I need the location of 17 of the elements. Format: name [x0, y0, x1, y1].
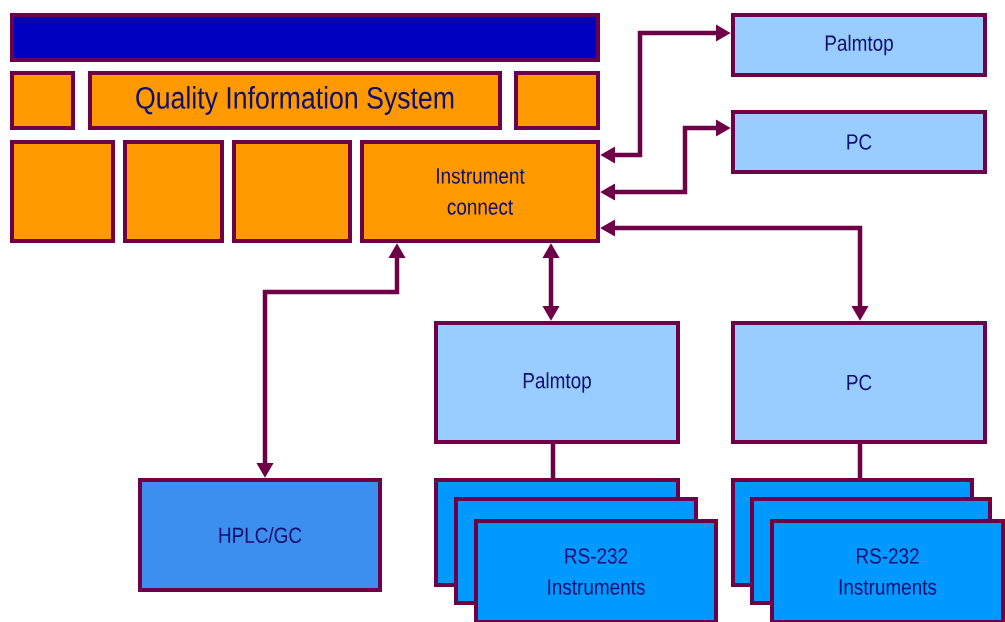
- panel-box: [232, 140, 352, 243]
- device-box: Palmtop: [731, 13, 987, 77]
- connector-line: [550, 444, 556, 478]
- device-box: PC: [731, 321, 987, 444]
- panel-box: [514, 71, 600, 130]
- panel-box: [10, 140, 115, 243]
- panel-box: [10, 71, 75, 130]
- device-box: Palmtop: [434, 321, 680, 444]
- header-bar: [10, 13, 600, 62]
- panel-box: [123, 140, 224, 243]
- system-box: Quality Information System: [88, 71, 502, 130]
- device-box: PC: [731, 110, 987, 174]
- module-box: Instrument connect: [360, 140, 600, 243]
- instrument-box: HPLC/GC: [138, 478, 382, 592]
- connector-line: [857, 444, 863, 478]
- instrument-box: RS-232 Instruments: [770, 519, 1005, 622]
- instrument-box: RS-232 Instruments: [474, 519, 718, 622]
